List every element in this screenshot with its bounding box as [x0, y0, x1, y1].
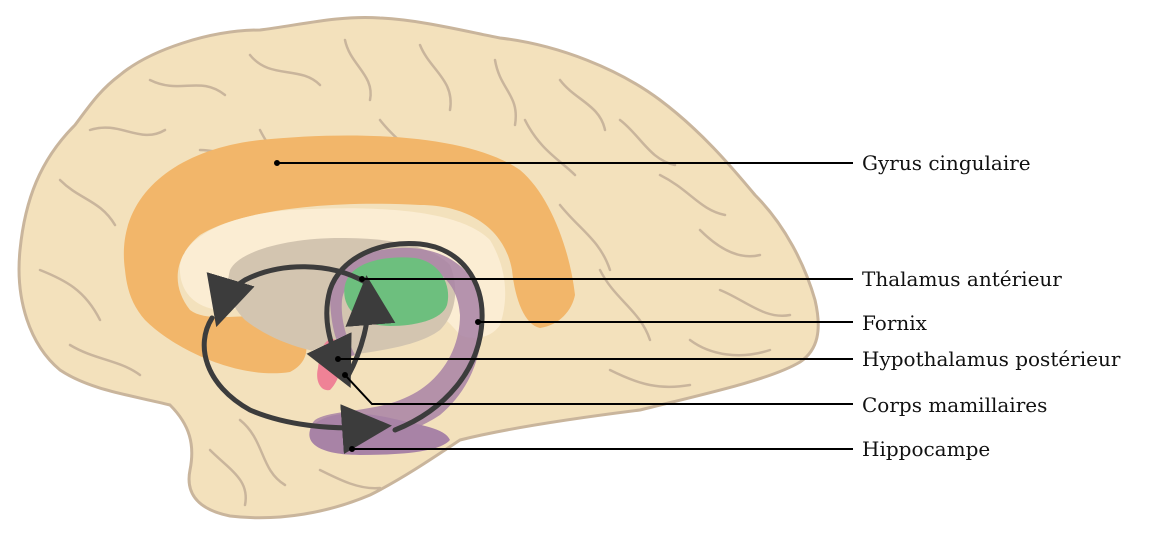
label-hypothalamus-posterieur: Hypothalamus postérieur: [862, 347, 1120, 371]
label-corps-mamillaires: Corps mamillaires: [862, 393, 1047, 417]
label-hippocampe: Hippocampe: [862, 437, 990, 461]
label-gyrus-cingulaire: Gyrus cingulaire: [862, 151, 1031, 175]
label-fornix: Fornix: [862, 311, 927, 335]
anterior-thalamus-region: [344, 257, 448, 326]
label-thalamus-anterieur: Thalamus antérieur: [862, 267, 1062, 291]
